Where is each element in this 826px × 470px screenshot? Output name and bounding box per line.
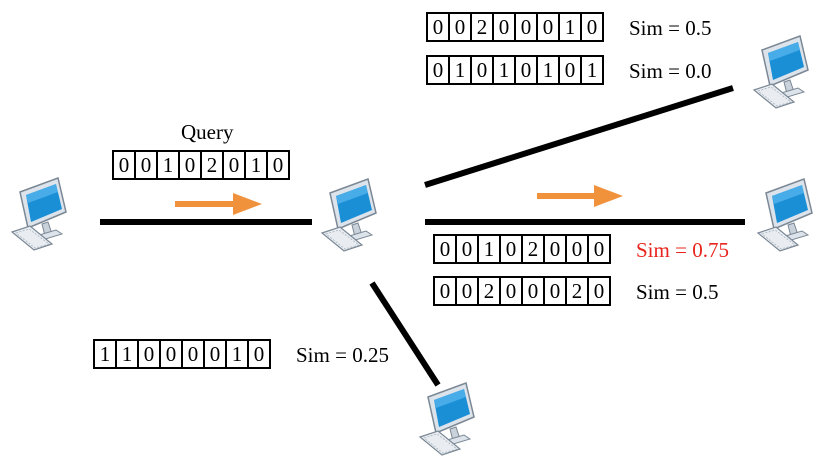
vector-cell: 0 [253,342,265,366]
vector-cell: 0 [435,278,457,304]
vector-cell: 0 [593,237,605,261]
query-arrow-right [537,185,623,207]
vector-cell: 0 [457,236,479,262]
vector-cell: 0 [205,341,227,367]
link-center-to-top-right [424,85,734,188]
vector-cell: 0 [457,278,479,304]
vector-cell: 0 [224,152,246,178]
vector-cell: 1 [586,58,598,82]
vector-cell: 0 [494,14,516,40]
vector-cell: 2 [523,236,545,262]
query-arrow-left [175,193,262,215]
vector-cell: 0 [161,341,183,367]
vector-cell: 2 [567,278,589,304]
sim-right-1: Sim = 0.75 [636,238,729,262]
vector-cell: 2 [472,14,494,40]
computer-icon [753,35,809,109]
sim-right-2: Sim = 0.5 [636,280,719,304]
computer-icon [11,177,67,251]
sim-top-2: Sim = 0.0 [629,59,712,83]
vector-cell: 1 [117,341,139,367]
vector-cell: 0 [435,236,457,262]
vector-cell: 0 [593,279,605,303]
vector-cell: 0 [114,152,136,178]
sim-top-1: Sim = 0.5 [629,16,712,40]
vector-cell: 0 [560,57,582,83]
vector-cell: 0 [428,14,450,40]
link-center-to-bottom [369,281,441,387]
vector-cell: 0 [545,278,567,304]
sim-bottom-1: Sim = 0.25 [296,343,389,367]
vector-cell: 2 [202,152,224,178]
vector-cell: 1 [538,57,560,83]
computer-icon [757,178,813,252]
vector-cell: 0 [586,15,598,39]
vector-cell: 0 [428,57,450,83]
vector-cell: 1 [246,152,268,178]
vector-cell: 1 [560,14,582,40]
vector-cell: 0 [501,278,523,304]
vector-cell: 0 [183,341,205,367]
computer-icon [419,382,475,456]
computer-icon [321,178,377,252]
vector-cell: 0 [136,152,158,178]
vector-cell: 0 [472,57,494,83]
vector-cell: 2 [479,278,501,304]
vector-cell: 0 [516,57,538,83]
vector-cell: 0 [272,153,284,177]
vector-cell: 0 [450,14,472,40]
vector-cell: 0 [567,236,589,262]
vector-cell: 1 [158,152,180,178]
vector-cell: 0 [545,236,567,262]
vector-cell: 1 [95,341,117,367]
vector-cell: 0 [523,278,545,304]
query-label: Query [181,120,234,144]
vector-cell: 1 [479,236,501,262]
vector-cell: 0 [501,236,523,262]
vector-cell: 0 [139,341,161,367]
vector-cell: 0 [180,152,202,178]
vector-cell: 0 [538,14,560,40]
vector-cell: 0 [516,14,538,40]
vector-cell: 1 [450,57,472,83]
vector-cell: 1 [227,341,249,367]
vector-cell: 1 [494,57,516,83]
